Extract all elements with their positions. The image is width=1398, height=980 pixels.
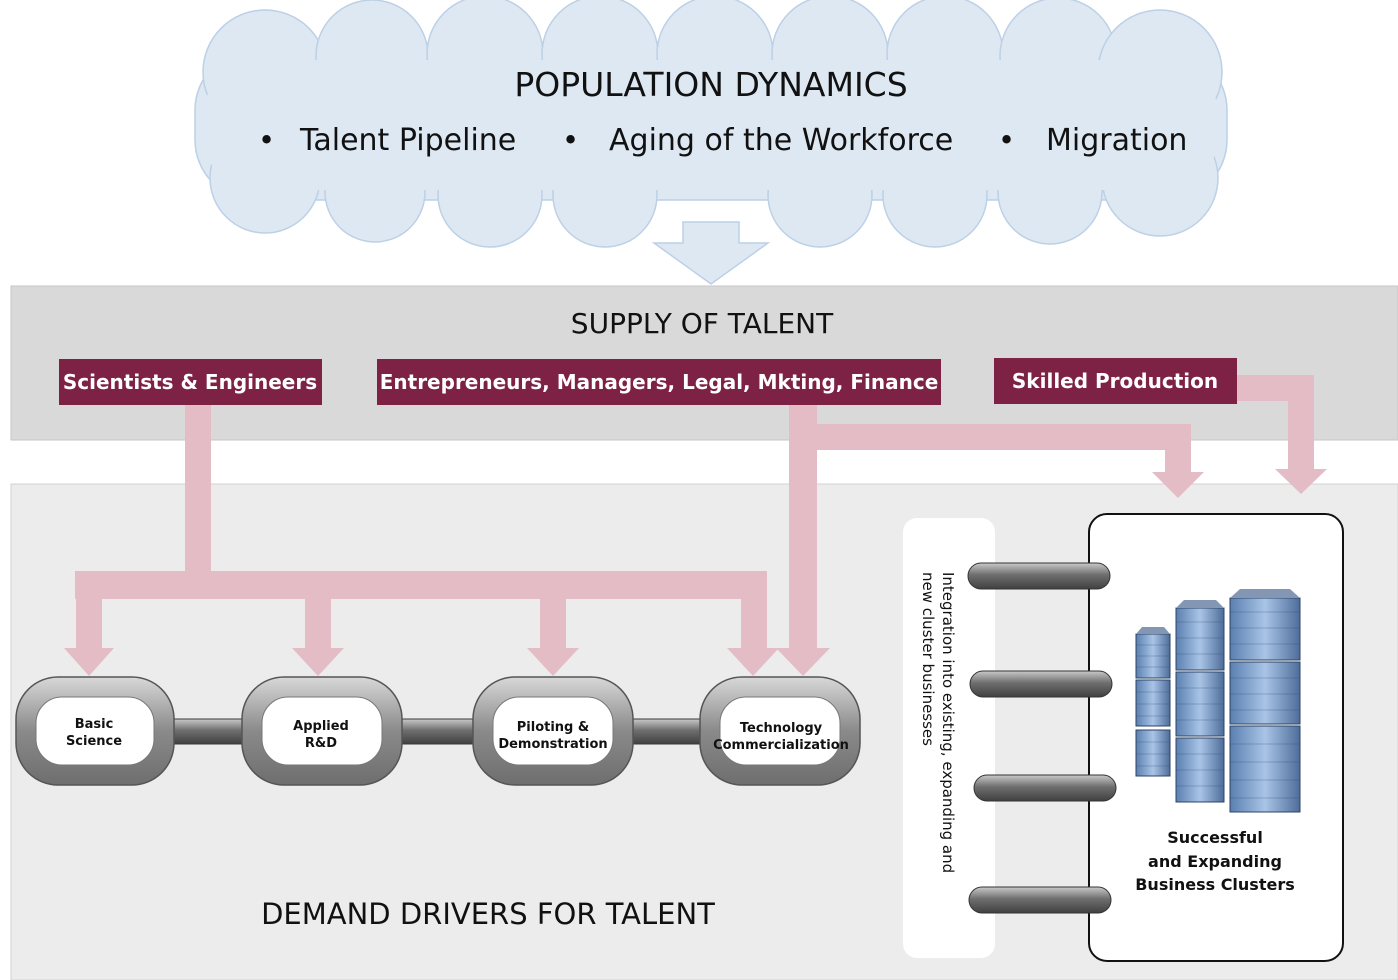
cluster-label-line3: Business Clusters bbox=[1135, 875, 1295, 894]
chain-link-applied-rd: Applied R&D bbox=[241, 676, 403, 786]
svg-text:Applied: Applied bbox=[293, 719, 349, 734]
population-cloud: POPULATION DYNAMICS • Talent Pipeline • … bbox=[194, 0, 1228, 248]
chain-link-technology-commercialization: Technology Commercialization bbox=[699, 676, 861, 786]
innovation-chain: Basic Science Applied R&D Piloting & Dem… bbox=[15, 676, 861, 786]
office-buildings-icon bbox=[1135, 589, 1301, 813]
bullet-2: • bbox=[562, 123, 579, 157]
item-aging-workforce: Aging of the Workforce bbox=[609, 123, 953, 158]
svg-text:Demonstration: Demonstration bbox=[498, 737, 607, 752]
cluster-label-line2: and Expanding bbox=[1148, 852, 1282, 871]
chip-skilled-production: Skilled Production bbox=[994, 358, 1237, 404]
building-small-left bbox=[1135, 627, 1171, 777]
svg-text:new cluster businesses: new cluster businesses bbox=[919, 572, 937, 746]
item-talent-pipeline: Talent Pipeline bbox=[299, 123, 516, 158]
building-mid bbox=[1175, 600, 1225, 803]
item-migration: Migration bbox=[1046, 123, 1187, 158]
svg-text:Scientists & Engineers: Scientists & Engineers bbox=[63, 370, 317, 394]
supply-title: SUPPLY OF TALENT bbox=[571, 307, 834, 340]
svg-text:R&D: R&D bbox=[305, 736, 337, 751]
integration-panel bbox=[903, 518, 995, 958]
svg-text:Entrepreneurs, Managers, Legal: Entrepreneurs, Managers, Legal, Mkting, … bbox=[380, 370, 939, 394]
chain-link-piloting-demonstration: Piloting & Demonstration bbox=[472, 676, 634, 786]
svg-text:Integration into existing, exp: Integration into existing, expanding and bbox=[939, 572, 957, 873]
svg-text:Technology: Technology bbox=[740, 721, 823, 736]
population-title: POPULATION DYNAMICS bbox=[514, 65, 907, 104]
cloud-down-arrow bbox=[651, 221, 771, 285]
ladder-rungs bbox=[967, 562, 1117, 914]
cluster-label-line1: Successful bbox=[1167, 828, 1263, 847]
chip-scientists-engineers: Scientists & Engineers bbox=[59, 359, 322, 405]
svg-text:Basic: Basic bbox=[75, 717, 114, 732]
demand-title: DEMAND DRIVERS FOR TALENT bbox=[261, 897, 715, 931]
svg-text:Science: Science bbox=[66, 734, 122, 749]
svg-text:Skilled Production: Skilled Production bbox=[1012, 369, 1218, 393]
integration-label: Integration into existing, expanding and… bbox=[919, 572, 957, 873]
bullet-3: • bbox=[998, 123, 1015, 157]
bullet-1: • bbox=[258, 123, 275, 157]
building-tall bbox=[1229, 589, 1301, 813]
svg-text:Commercialization: Commercialization bbox=[713, 738, 849, 753]
svg-text:Piloting &: Piloting & bbox=[517, 720, 589, 735]
flow-arrows bbox=[64, 375, 1327, 676]
chain-link-basic-science: Basic Science bbox=[15, 676, 175, 786]
chip-entrepreneurs-managers: Entrepreneurs, Managers, Legal, Mkting, … bbox=[377, 359, 941, 405]
